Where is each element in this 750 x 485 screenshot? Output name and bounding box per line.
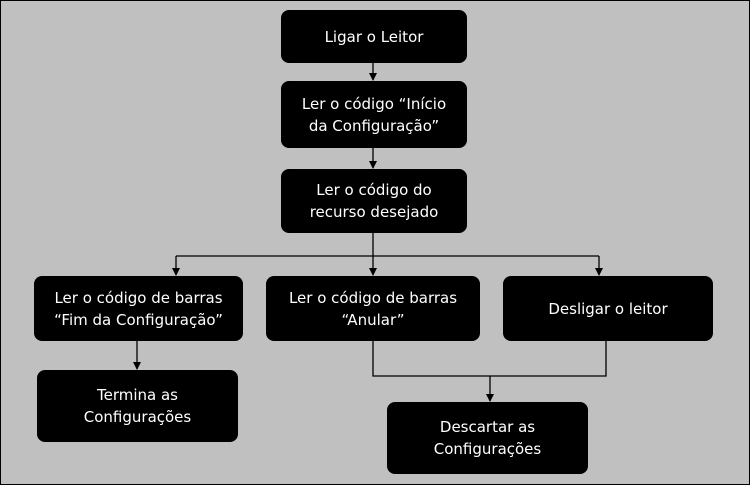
node-desligar-leitor-label: Desligar o leitor [548, 299, 668, 318]
node-ler-recurso-desejado: Ler o código do recurso desejado [281, 169, 467, 233]
node-ler-anular-label: Ler o código de barras “Anular” [288, 288, 458, 329]
node-ler-anular: Ler o código de barras “Anular” [266, 276, 480, 341]
node-ler-inicio-configuracao-label: Ler o código “Início da Configuração” [301, 94, 447, 135]
node-ler-fim-configuracao: Ler o código de barras “Fim da Configura… [34, 276, 243, 341]
node-descartar-configuracoes: Descartar as Configurações [387, 402, 588, 474]
node-termina-configuracoes-label: Termina as Configurações [83, 386, 192, 426]
connector-anular-desligar-merge [372, 341, 607, 377]
node-desligar-leitor: Desligar o leitor [503, 276, 713, 341]
node-ligar-leitor: Ligar o Leitor [281, 10, 467, 63]
node-ler-fim-configuracao-label: Ler o código de barras “Fim da Configura… [54, 288, 223, 329]
node-descartar-configuracoes-label: Descartar as Configurações [433, 418, 542, 458]
node-termina-configuracoes: Termina as Configurações [37, 370, 238, 442]
node-ler-recurso-desejado-label: Ler o código do recurso desejado [309, 181, 439, 221]
node-ligar-leitor-label: Ligar o Leitor [324, 27, 424, 46]
node-ler-inicio-configuracao: Ler o código “Início da Configuração” [281, 81, 467, 148]
